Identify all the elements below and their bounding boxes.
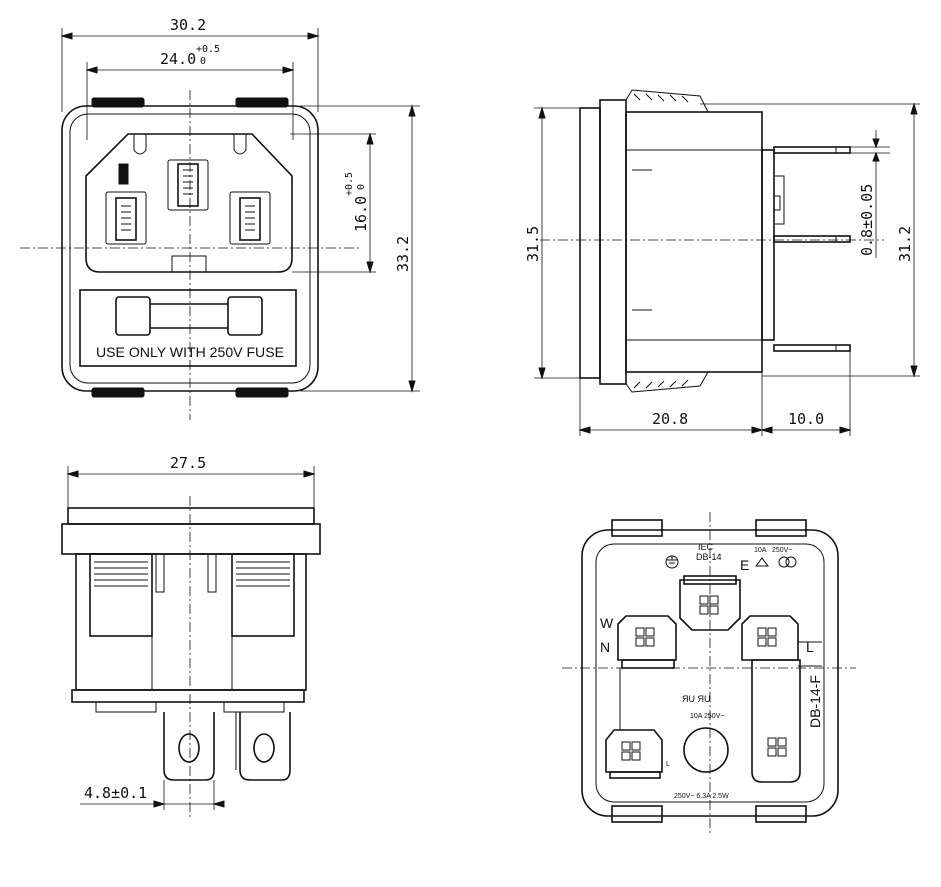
- rear-earth-letter: E: [740, 557, 749, 573]
- rear-ul-rating: 10A 250V~: [690, 713, 724, 720]
- dim-bottom-pin-width: 4.8±0.1: [84, 784, 147, 802]
- rear-model-line2: DB-14: [696, 552, 722, 562]
- fuse-warning-text: USE ONLY WITH 250V FUSE: [96, 344, 284, 360]
- rear-label-l: L: [806, 639, 814, 655]
- rear-label-l-small: L: [666, 761, 670, 768]
- rear-part-number: DB-14-F: [807, 675, 823, 728]
- dim-side-front-height: 31.5: [524, 226, 542, 262]
- dim-front-inner-tol-upper: +0.5: [196, 44, 220, 55]
- side-view: 31.5 0.8±0.05 31.2 20.8 10.0: [524, 89, 920, 436]
- fuse-window: [683, 727, 729, 773]
- dim-front-inlet-tol-upper: +0.5: [344, 172, 355, 196]
- dim-side-rear-height: 31.2: [896, 226, 914, 262]
- dim-front-height: 33.2: [394, 236, 412, 272]
- rear-ul-mark: ЯU ЯU: [682, 694, 711, 704]
- rear-fuse-rating: 250V~ 6.3A 2.5W: [674, 793, 729, 800]
- dim-side-pin-thickness: 0.8±0.05: [858, 184, 876, 256]
- dim-side-body-depth: 20.8: [652, 410, 688, 428]
- dim-front-inner-tol-lower: 0: [200, 56, 206, 67]
- dim-front-width: 30.2: [170, 16, 206, 34]
- dim-front-inner-width: 24.0: [160, 50, 196, 68]
- warning-icon: [755, 557, 769, 567]
- rear-label-w: W: [600, 615, 614, 631]
- front-view: 30.2 24.0 +0.5 0: [20, 16, 420, 420]
- dim-side-pin-length: 10.0: [788, 410, 824, 428]
- cert-mark-icon: [778, 556, 790, 568]
- rear-model-line1: IEC: [698, 542, 714, 552]
- dim-front-inlet-height: 16.0: [352, 196, 370, 232]
- bottom-view: 27.5: [61, 454, 321, 820]
- dim-front-inlet-tol-lower: 0: [356, 184, 367, 190]
- dim-bottom-width: 27.5: [170, 454, 206, 472]
- rear-rating-current: 10A: [754, 547, 767, 554]
- rear-rating-voltage: 250V~: [772, 547, 792, 554]
- rear-label-n: N: [600, 639, 610, 655]
- rear-view: IEC DB-14 10A 250V~ E W N L: [562, 512, 856, 836]
